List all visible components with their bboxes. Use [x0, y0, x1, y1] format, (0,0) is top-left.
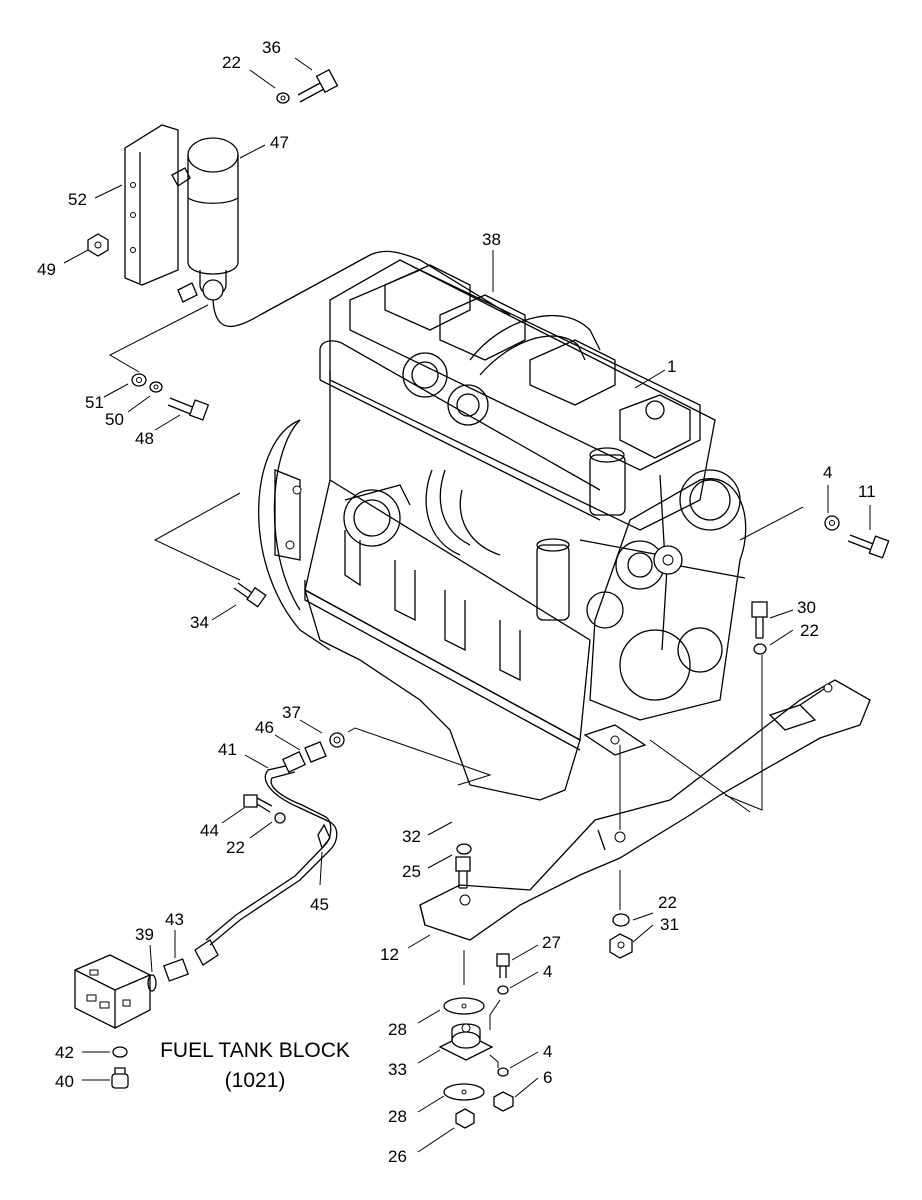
label-4-low: 4	[543, 1042, 552, 1061]
label-1: 1	[667, 357, 676, 376]
label-32: 32	[402, 827, 421, 846]
label-49: 49	[37, 260, 56, 279]
engine-assembly	[258, 259, 747, 801]
label-30: 30	[797, 598, 816, 617]
label-38: 38	[482, 230, 501, 249]
label-22-right: 22	[800, 621, 819, 640]
label-4-right: 4	[823, 463, 832, 482]
label-36: 36	[262, 38, 281, 57]
label-47: 47	[270, 133, 289, 152]
caption-title: FUEL TANK BLOCK	[160, 1039, 350, 1062]
label-12: 12	[380, 945, 399, 964]
caption-reference: (1021)	[225, 1069, 286, 1092]
label-52: 52	[68, 190, 87, 209]
label-41: 41	[218, 740, 237, 759]
label-25: 25	[402, 862, 421, 881]
label-42: 42	[55, 1043, 74, 1062]
label-46: 46	[255, 718, 274, 737]
fuel-tank-block-caption: FUEL TANK BLOCK (1021)	[160, 1039, 350, 1092]
part-labels: 36 22 47 52 49 38 1 51 50 48 4 11 34 30 …	[37, 38, 876, 1166]
fuel-pipe	[194, 750, 338, 966]
label-45: 45	[310, 895, 329, 914]
label-6: 6	[543, 1068, 552, 1087]
label-34: 34	[190, 613, 209, 632]
label-44: 44	[200, 821, 219, 840]
leader-lines	[63, 57, 871, 1153]
label-26: 26	[388, 1147, 407, 1166]
label-22-bottom: 22	[658, 893, 677, 912]
label-31: 31	[660, 915, 679, 934]
label-51: 51	[85, 393, 104, 412]
label-37: 37	[282, 703, 301, 722]
label-28-bottom: 28	[388, 1107, 407, 1126]
label-33: 33	[388, 1060, 407, 1079]
fuel-filter-bracket-assembly	[124, 124, 511, 327]
label-11: 11	[858, 482, 876, 501]
engine-crossmember	[419, 679, 871, 941]
label-48: 48	[135, 429, 154, 448]
label-22-top: 22	[222, 53, 241, 72]
label-22-left: 22	[226, 838, 245, 857]
label-43: 43	[165, 910, 184, 929]
label-40: 40	[55, 1072, 74, 1091]
small-parts	[74, 68, 890, 1129]
label-28-top: 28	[388, 1020, 407, 1039]
label-39: 39	[135, 925, 154, 944]
label-50: 50	[105, 410, 124, 429]
label-27: 27	[542, 933, 561, 952]
label-4-mid: 4	[543, 962, 552, 981]
